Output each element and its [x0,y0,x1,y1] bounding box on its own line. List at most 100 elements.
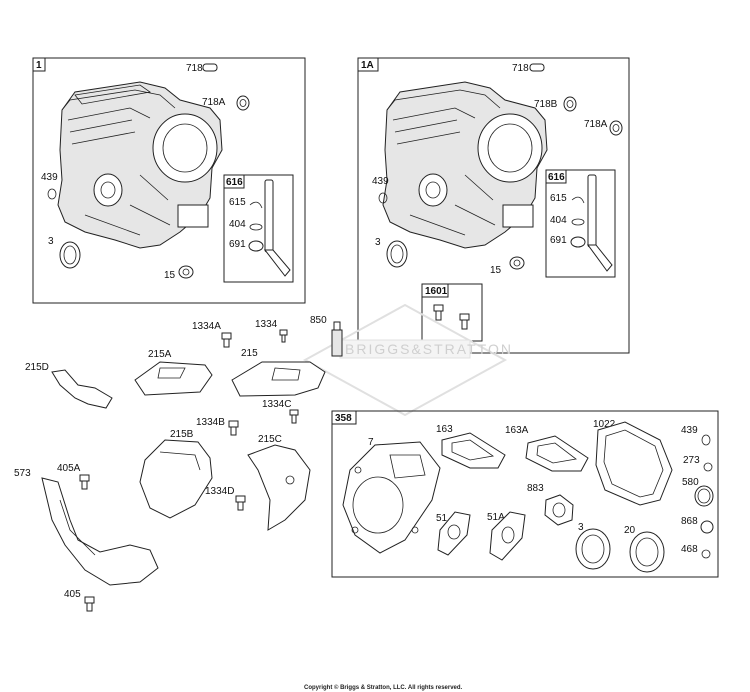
box1-616-title: 616 [226,177,243,188]
brand-watermark: BRIGGS&STRATTON [302,303,513,417]
screw-405a [79,474,90,490]
gasket-163a [525,435,589,472]
dowel-pin-718-b [529,63,545,72]
label-405: 405 [64,589,81,600]
label-691-box1: 691 [229,239,246,250]
screw-1601-a [433,304,444,321]
oil-seal-3-box1 [59,241,81,269]
sub-box-1601: 1601 [421,283,483,342]
label-404-box1: 404 [229,219,246,230]
clip-615-box1a [571,196,585,204]
seal-439-box1 [47,188,57,200]
screw-1334 [279,329,288,343]
dipstick-tube-box1a [587,174,613,272]
label-439-box1a: 439 [372,176,389,187]
assembly-box-1a: 1A 718 718B 718A 439 3 [357,57,630,354]
screw-405 [84,596,95,612]
screw-1334a [221,332,232,348]
shield-215a [134,361,213,396]
dipstick-tube-box1 [263,179,291,277]
seal-439-box358 [701,434,711,446]
oring-404-box1 [249,223,263,231]
label-691-box1a: 691 [550,235,567,246]
sealant-tube-850 [331,321,343,357]
label-3-box1a: 3 [375,237,381,248]
label-7: 7 [368,437,374,448]
shield-215c [247,444,311,531]
seal-691-box1a [570,236,586,248]
dowel-pin-718-a [202,63,218,72]
oil-seal-3-box1a [386,240,408,268]
gasket-883 [544,494,574,526]
label-51: 51 [436,513,448,524]
valve-cover-gasket-1022 [595,421,673,506]
bushing-718a-box1a [609,120,623,136]
label-163: 163 [436,424,453,435]
box-1a-title: 1A [361,60,374,71]
oil-seal-20 [629,531,665,573]
label-15-box1: 15 [164,270,176,281]
shield-215d [51,369,113,409]
label-718-box1a: 718 [512,63,529,74]
label-868: 868 [681,516,698,527]
bushing-868 [700,520,714,534]
assembly-box-1: 1 718 718A 439 3 [32,57,306,304]
label-718a-box1: 718A [202,97,226,108]
head-gasket-7 [342,441,441,554]
bushing-15-box1a [509,256,525,270]
shield-215b [139,439,213,519]
label-718a-box1a: 718A [584,119,608,130]
label-215d: 215D [25,362,49,373]
label-1334d: 1334D [205,486,234,497]
label-850: 850 [310,315,327,326]
label-215b: 215B [170,429,194,440]
gasket-set-box-358: 358 7 163 163A 1022 439 273 [331,410,719,578]
label-3-box358: 3 [578,522,584,533]
label-439-box1: 439 [41,172,58,183]
label-883: 883 [527,483,544,494]
label-163a: 163A [505,425,529,436]
label-439-box358: 439 [681,425,698,436]
label-20: 20 [624,525,636,536]
box1a-616-title: 616 [548,172,565,183]
screw-1334b [228,420,239,436]
bushing-718a-box1 [236,95,250,111]
label-468: 468 [681,544,698,555]
screw-1601-b [459,313,470,330]
screw-1334c [289,409,299,424]
label-215: 215 [241,348,258,359]
watermark-text: BRIGGS&STRATTON [345,341,513,357]
oring-580 [694,485,714,507]
label-615-box1: 615 [229,197,246,208]
oil-seal-3-box358 [575,528,611,570]
screw-1334d [235,495,246,511]
loose-parts-area: 1334A 1334 850 215D 215A 215 1334C [14,315,343,612]
label-1334a: 1334A [192,321,221,332]
label-718-box1: 718 [186,63,203,74]
shield-215 [231,361,326,397]
gasket-51a [489,511,526,561]
crankcase-1 [57,81,223,249]
gasket-51 [437,511,471,556]
bushing-718b-box1a [563,96,577,112]
washer-468 [701,549,711,559]
label-580: 580 [682,477,699,488]
label-3-box1: 3 [48,236,54,247]
label-215c: 215C [258,434,282,445]
label-273: 273 [683,455,700,466]
copyright-text: Copyright © Briggs & Stratton, LLC. All … [304,684,463,691]
seal-691-box1 [248,240,264,252]
label-405a: 405A [57,463,81,474]
sub-box-616-box1: 616 615 404 691 [223,174,294,283]
label-404-box1a: 404 [550,215,567,226]
label-1334b: 1334B [196,417,225,428]
box-1-title: 1 [36,60,42,71]
bracket-573 [41,477,159,586]
label-718b-box1a: 718B [534,99,558,110]
label-51a: 51A [487,512,505,523]
label-15-box1a: 15 [490,265,502,276]
label-215a: 215A [148,349,172,360]
oring-273 [703,462,713,472]
oring-404-box1a [571,218,585,226]
box-358-title: 358 [335,413,352,424]
